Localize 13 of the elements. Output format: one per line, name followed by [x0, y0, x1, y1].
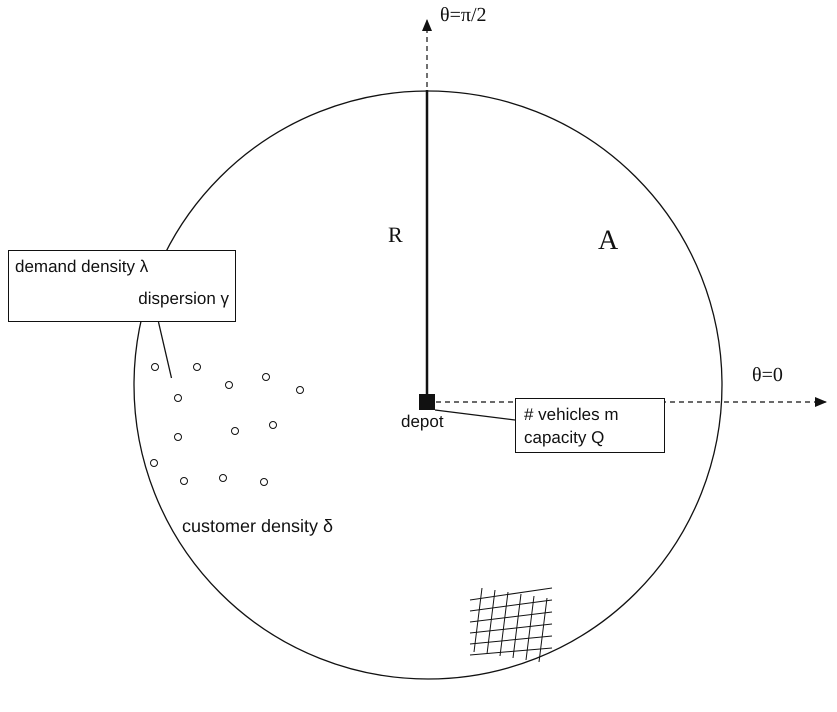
- parameter-text: demand density λ: [15, 257, 148, 277]
- parameter-text: capacity Q: [524, 428, 604, 448]
- parameter-text: # vehicles m: [524, 405, 618, 425]
- depot-label: depot: [401, 412, 444, 432]
- axis-label: θ=0: [752, 364, 783, 387]
- radius-label: R: [388, 222, 403, 248]
- region-label: A: [598, 225, 618, 257]
- density-label: customer density δ: [182, 516, 334, 537]
- depot-square: [419, 394, 435, 410]
- axis-label: θ=π/2: [440, 4, 487, 27]
- leader-line: [434, 409, 516, 421]
- leader-line: [158, 322, 172, 378]
- parameter-text: dispersion γ: [138, 289, 229, 309]
